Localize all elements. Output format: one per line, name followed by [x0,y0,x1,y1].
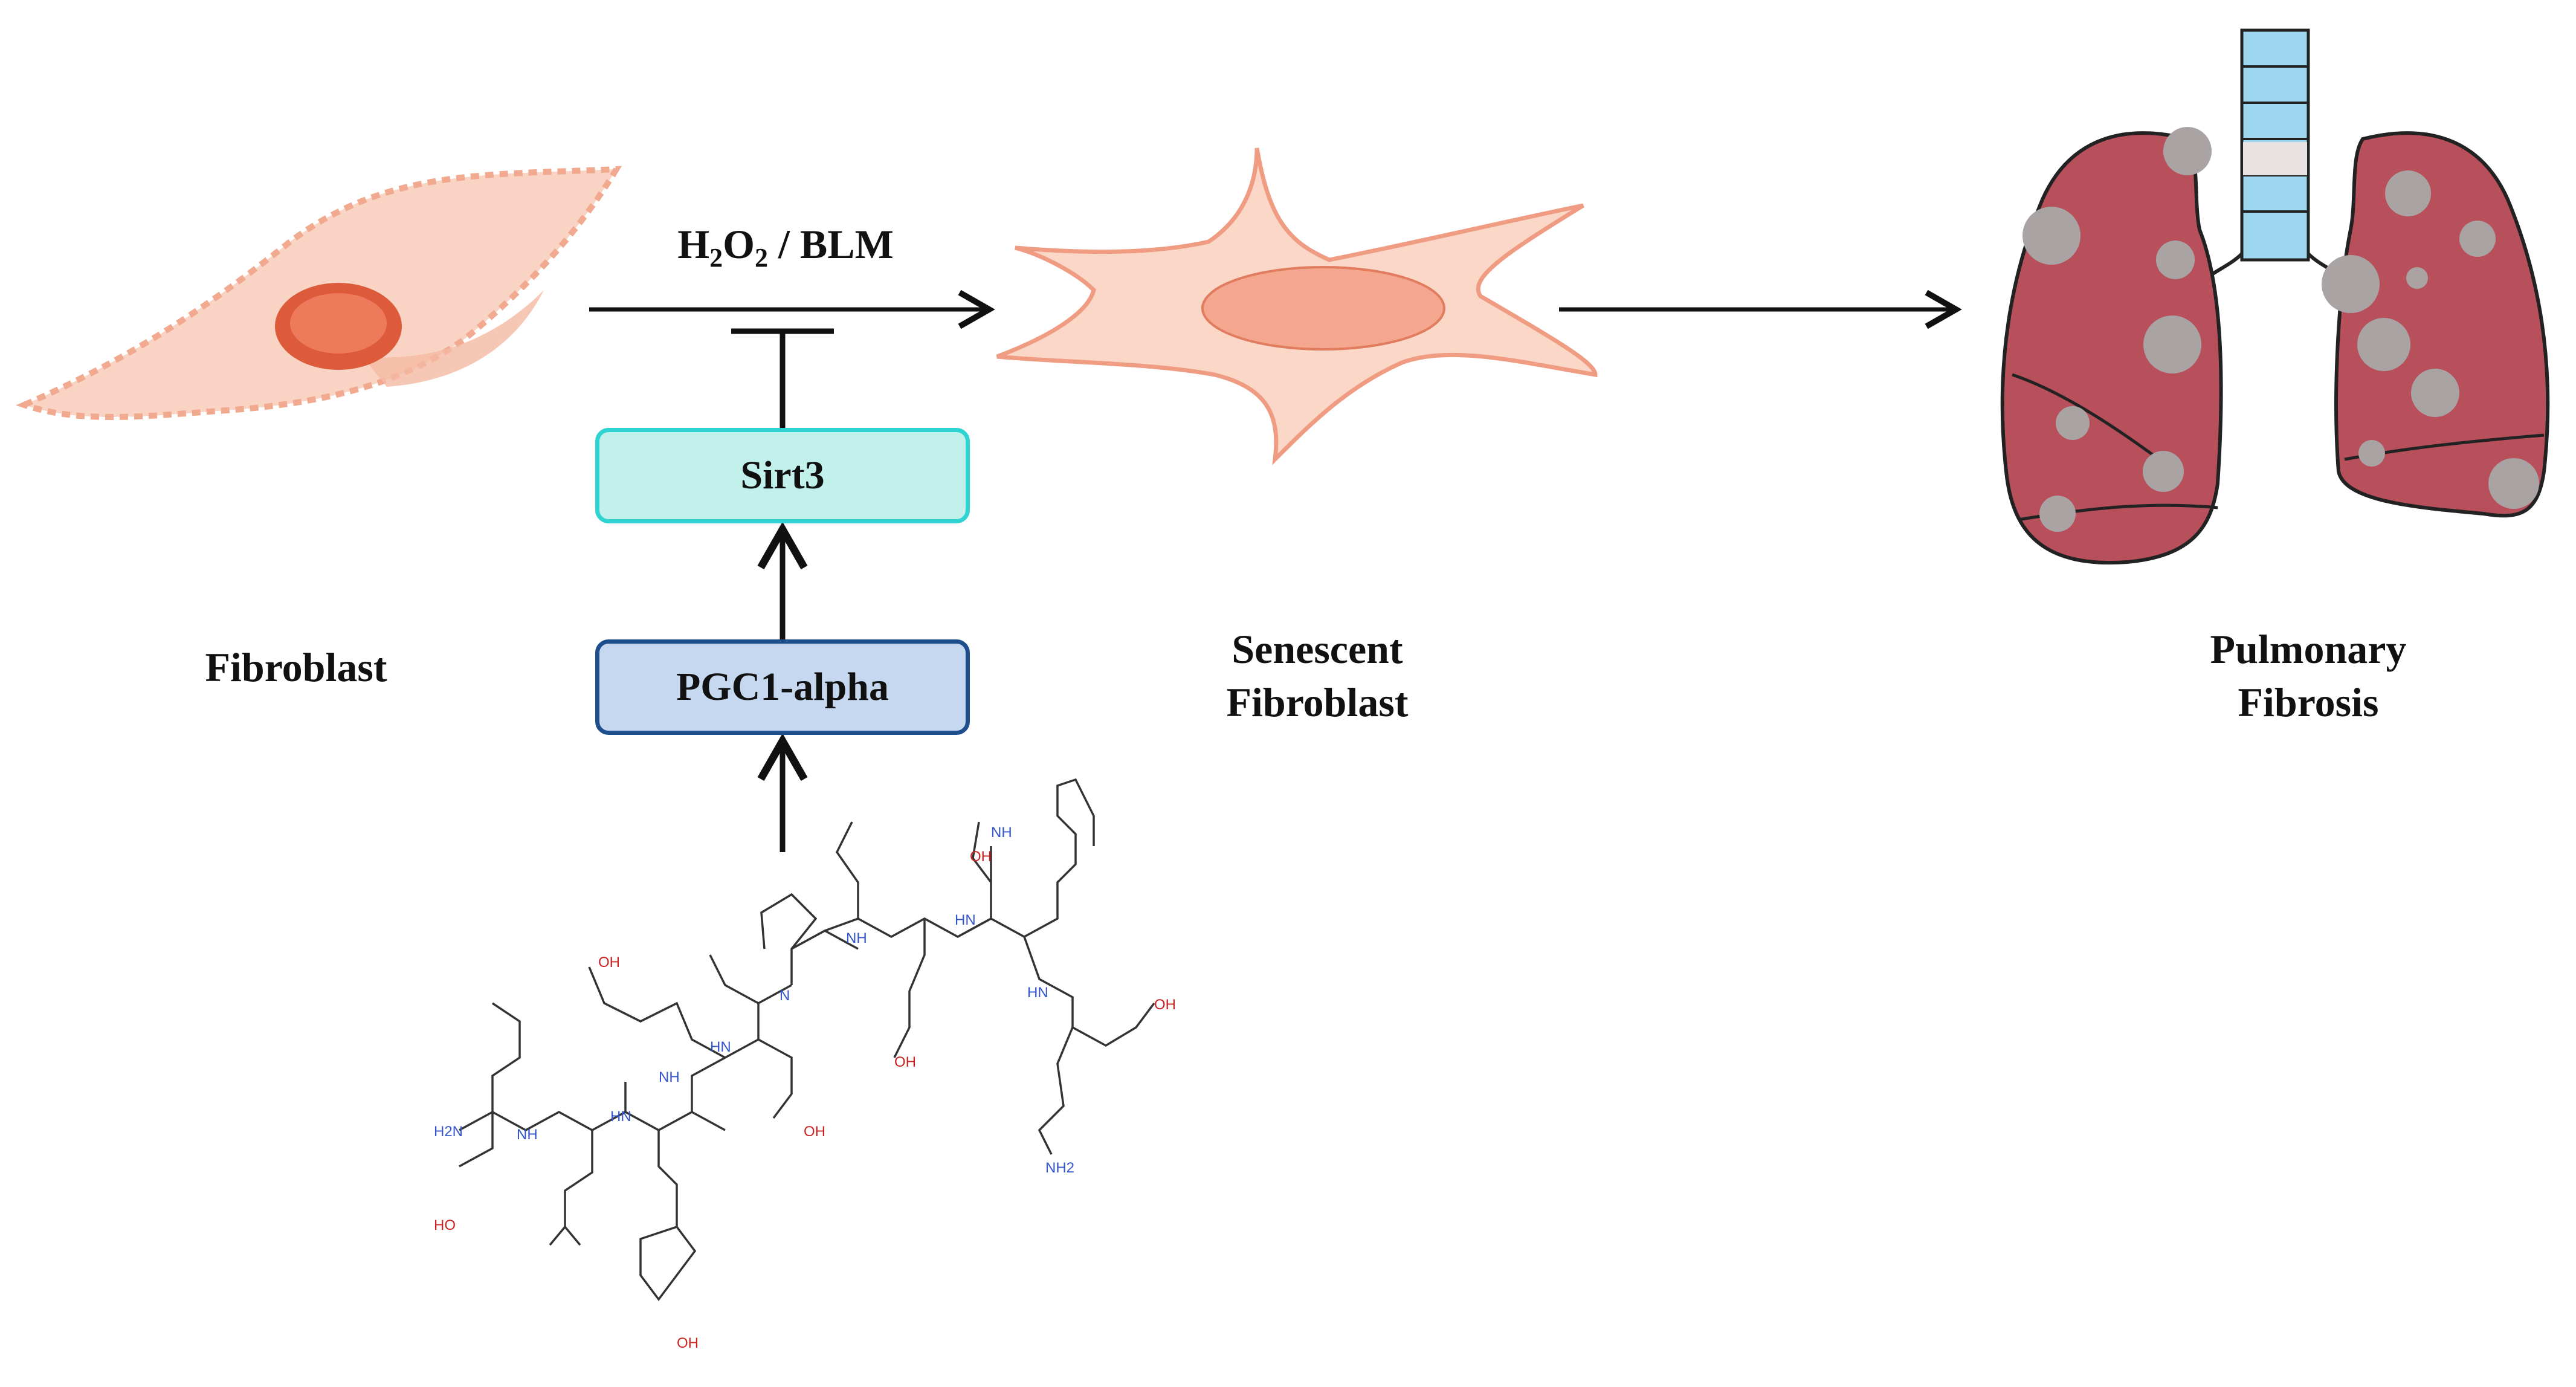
peptide-atom-labels: H2N HO NH HN OH NH OH HN OH N NH HN OH N… [434,824,1176,1351]
treatment-rest: / BLM [768,221,894,267]
svg-text:NH: NH [659,1069,680,1085]
svg-text:HN: HN [1027,984,1048,1001]
treatment-sub2: 2 [755,243,768,273]
senescent-label-line1: Senescent [1232,626,1403,672]
svg-text:OH: OH [598,954,620,971]
treatment-o: O [723,221,755,267]
fibroblast-cell-illustration [16,166,622,420]
svg-text:HN: HN [955,912,976,928]
inhibition-bar-sirt3 [731,328,834,428]
svg-text:OH: OH [1154,997,1176,1013]
treatment-sub1: 2 [709,243,723,273]
pulmonary-fibrosis-label: Pulmonary Fibrosis [2127,622,2490,729]
senescent-label-line2: Fibroblast [1226,679,1409,726]
sirt3-node: Sirt3 [595,428,970,523]
pgc1-alpha-node: PGC1-alpha [595,639,970,735]
svg-text:NH: NH [517,1127,538,1143]
svg-text:HN: HN [710,1039,731,1055]
fibroblast-label: Fibroblast [205,644,387,690]
fibrosis-label-line2: Fibrosis [2238,679,2379,726]
senescent-fibroblast-label: Senescent Fibroblast [1136,622,1499,729]
pgc1-alpha-label: PGC1-alpha [676,665,889,709]
svg-text:OH: OH [894,1054,916,1070]
lungs-illustration [2000,28,2550,565]
senescent-fibroblast-illustration [996,147,1598,465]
svg-text:OH: OH [677,1335,699,1351]
svg-text:H2N: H2N [434,1124,463,1140]
treatment-label: H2O2 / BLM [604,221,967,273]
svg-text:NH2: NH2 [1045,1160,1074,1176]
svg-text:HN: HN [610,1108,631,1125]
fibrosis-label-line1: Pulmonary [2210,626,2407,672]
svg-text:NH: NH [991,824,1012,841]
svg-text:HO: HO [434,1217,456,1233]
svg-text:OH: OH [970,849,992,865]
treatment-h: H [677,221,710,267]
svg-text:OH: OH [804,1124,825,1140]
senescent-nucleus [1201,266,1445,351]
sirt3-label: Sirt3 [740,453,825,497]
svg-text:N: N [780,988,790,1004]
svg-text:NH: NH [846,930,867,946]
peptide-molecule-structure [459,778,1155,1301]
